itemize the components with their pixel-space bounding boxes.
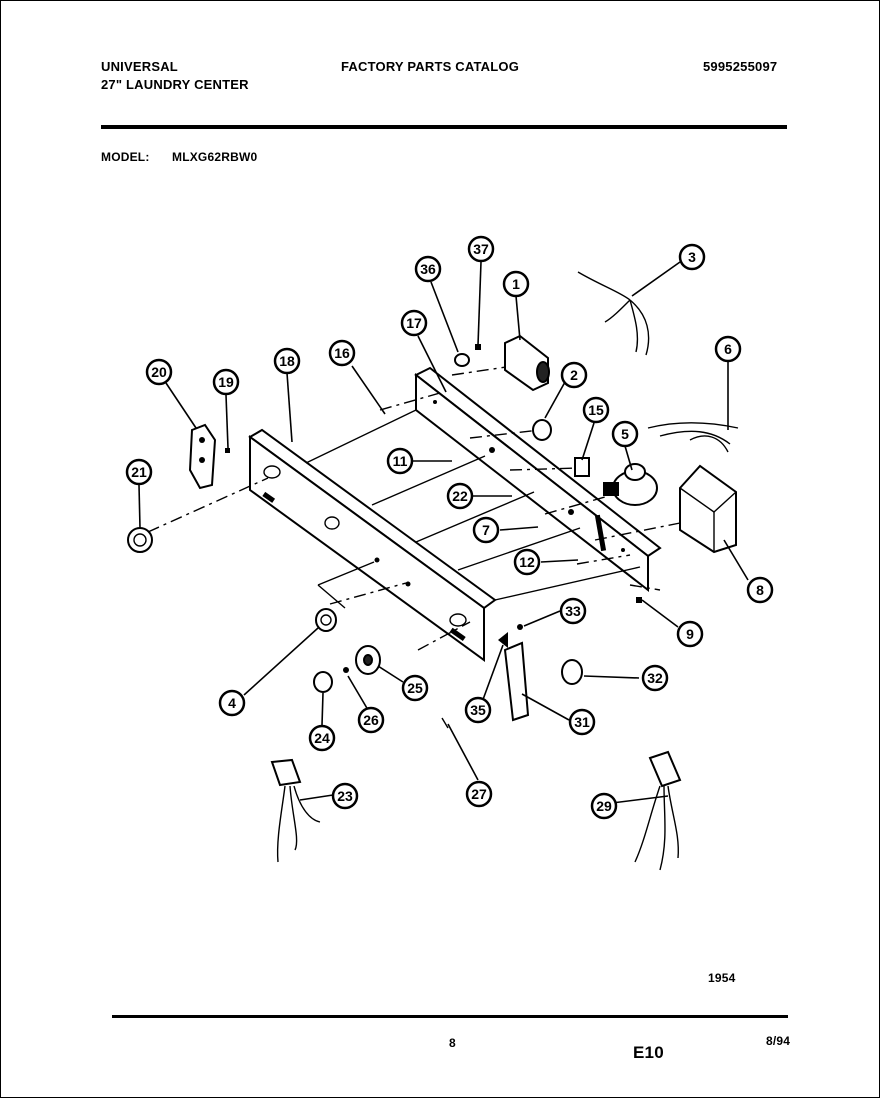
frame-lines	[305, 409, 641, 609]
callout-36-label: 36	[420, 261, 436, 277]
catalog-title: FACTORY PARTS CATALOG	[341, 59, 520, 74]
callout-22: 22	[446, 482, 474, 510]
section-code: E10	[633, 1043, 664, 1062]
callout-7-label: 7	[482, 522, 490, 538]
callout-1: 1	[502, 270, 530, 298]
callout-3-label: 3	[688, 249, 696, 265]
callout-2-label: 2	[570, 367, 578, 383]
callout-20: 20	[145, 358, 173, 386]
callout-9: 9	[676, 620, 704, 648]
callout-19-label: 19	[218, 374, 234, 390]
callout-31: 31	[568, 708, 596, 736]
callout-11: 11	[386, 447, 414, 475]
rear-bracket-part	[414, 366, 662, 593]
callout-1-label: 1	[512, 276, 520, 292]
callout-20-label: 20	[151, 364, 167, 380]
callout-29: 29	[590, 792, 618, 820]
callout-9-label: 9	[686, 626, 694, 642]
callout-8: 8	[746, 576, 774, 604]
page-number: 8	[449, 1036, 456, 1050]
callout-18-label: 18	[279, 353, 295, 369]
header-rule	[101, 125, 787, 129]
callout-4-label: 4	[228, 695, 236, 711]
callout-24: 24	[308, 724, 336, 752]
callout-32: 32	[641, 664, 669, 692]
callout-23: 23	[331, 782, 359, 810]
callout-15-label: 15	[588, 402, 604, 418]
callout-29-label: 29	[596, 798, 612, 814]
callout-5-label: 5	[621, 426, 629, 442]
callout-23-label: 23	[337, 788, 353, 804]
callout-26: 26	[357, 706, 385, 734]
callout-2: 2	[560, 361, 588, 389]
callout-17: 17	[400, 309, 428, 337]
catalog-number: 5995255097	[703, 59, 778, 74]
callout-11-label: 11	[393, 453, 408, 469]
callout-15: 15	[582, 396, 610, 424]
callout-35-label: 35	[470, 702, 486, 718]
model-label: MODEL:	[101, 150, 150, 164]
small-parts	[127, 271, 739, 871]
callout-37: 37	[467, 235, 495, 263]
callout-33-label: 33	[565, 603, 581, 619]
footer-rule	[112, 1015, 788, 1018]
callout-32-label: 32	[647, 670, 663, 686]
callout-25: 25	[401, 674, 429, 702]
callout-3: 3	[678, 243, 706, 271]
callout-26-label: 26	[363, 712, 379, 728]
callout-markers: 1 2 3 4 5 6 7 8 9 11 12 15 16 17 18 19 2…	[125, 235, 774, 820]
callout-17-label: 17	[406, 315, 422, 331]
callout-24-label: 24	[314, 730, 330, 746]
callout-35: 35	[464, 696, 492, 724]
callout-27-label: 27	[471, 786, 487, 802]
callout-22-label: 22	[452, 488, 468, 504]
callout-36: 36	[414, 255, 442, 283]
callout-8-label: 8	[756, 582, 764, 598]
control-panel-part	[248, 428, 497, 662]
callout-33: 33	[559, 597, 587, 625]
leader-lines	[138, 261, 749, 806]
callout-16: 16	[328, 339, 356, 367]
callout-16-label: 16	[334, 345, 350, 361]
callout-21-label: 21	[131, 464, 147, 480]
callout-12: 12	[513, 548, 541, 576]
callout-27: 27	[465, 780, 493, 808]
callout-7: 7	[472, 516, 500, 544]
footer-date: 8/94	[766, 1034, 791, 1048]
callout-6: 6	[714, 335, 742, 363]
callout-18: 18	[273, 347, 301, 375]
callout-12-label: 12	[519, 554, 535, 570]
product-name: 27" LAUNDRY CENTER	[101, 77, 249, 92]
callout-37-label: 37	[473, 241, 489, 257]
callout-21: 21	[125, 458, 153, 486]
callout-19: 19	[212, 368, 240, 396]
brand-name: UNIVERSAL	[101, 59, 178, 74]
callout-4: 4	[218, 689, 246, 717]
callout-5: 5	[611, 420, 639, 448]
model-number: MLXG62RBW0	[172, 150, 258, 164]
drawing-number: 1954	[708, 971, 736, 985]
callout-6-label: 6	[724, 341, 732, 357]
callout-25-label: 25	[407, 680, 423, 696]
callout-31-label: 31	[574, 714, 590, 730]
